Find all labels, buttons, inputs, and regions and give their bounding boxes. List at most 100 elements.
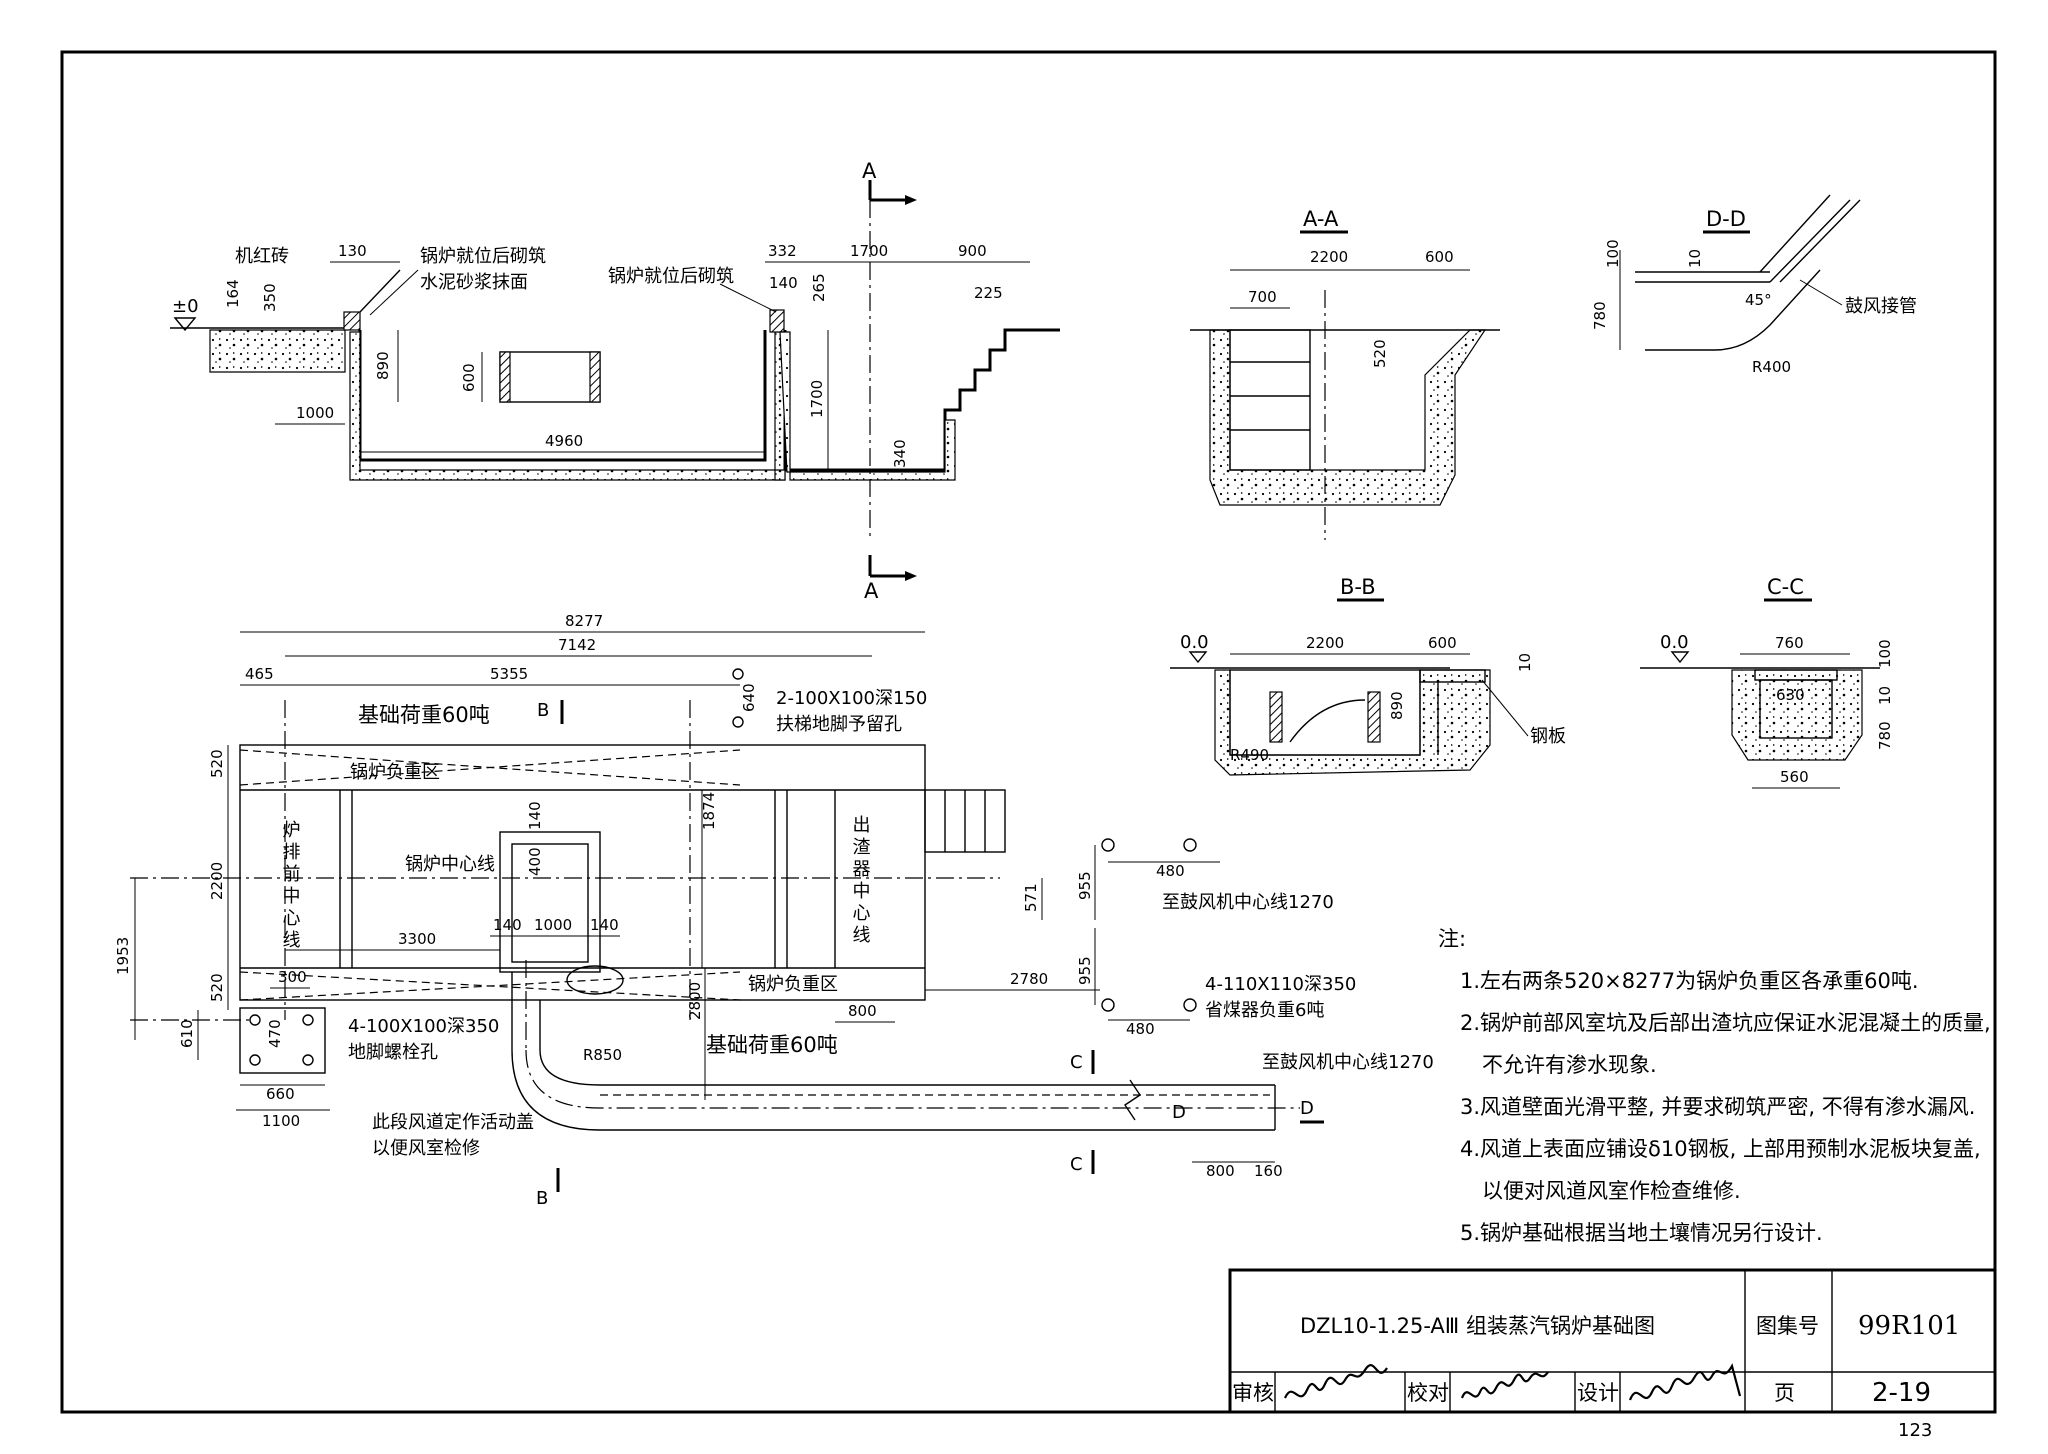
svg-text:B: B: [536, 1188, 548, 1209]
anchor-qty: 4-100X100深350: [348, 1016, 499, 1037]
callout-mortar: 水泥砂浆抹面: [420, 272, 528, 293]
svg-text:R850: R850: [583, 1046, 622, 1064]
svg-text:955: 955: [1076, 871, 1094, 900]
svg-text:350: 350: [261, 283, 279, 312]
removable-cover-2: 以便风室检修: [372, 1138, 480, 1159]
top-section: ±0 A A 130 164 350: [170, 159, 1060, 603]
svg-text:900: 900: [958, 242, 987, 260]
zero-mark: ±0: [172, 296, 199, 317]
load-label-bottom: 基础荷重60吨: [706, 1033, 838, 1057]
svg-text:890: 890: [1388, 691, 1406, 720]
svg-text:1000: 1000: [534, 916, 572, 934]
svg-text:571: 571: [1022, 883, 1040, 912]
load-zone-bottom: 锅炉负重区: [748, 974, 838, 995]
svg-text:780: 780: [1591, 301, 1609, 330]
svg-text:10: 10: [1876, 686, 1894, 705]
svg-text:C: C: [1070, 1154, 1083, 1175]
section-dd-title: D-D: [1706, 207, 1746, 231]
economizer-qty: 4-110X110深350: [1205, 974, 1356, 995]
title-block: DZL10-1.25-AⅢ 组装蒸汽锅炉基础图 图集号 99R101 页 2-1…: [1228, 1268, 1997, 1414]
to-fan-center-1: 至鼓风机中心线1270: [1162, 892, 1334, 913]
review-label: 审核: [1232, 1381, 1274, 1405]
note-2-cont: 不允许有渗水现象.: [1482, 1053, 1657, 1077]
section-dd: D-D 100 10 780 45° R400 鼓风接管: [1591, 194, 1917, 376]
ladder-holes-qty: 2-100X100深150: [776, 688, 927, 709]
svg-text:45°: 45°: [1745, 291, 1772, 309]
svg-text:5355: 5355: [490, 665, 528, 683]
svg-text:2800: 2800: [686, 982, 704, 1020]
svg-text:10: 10: [1686, 249, 1704, 268]
design-label: 设计: [1577, 1381, 1619, 1405]
load-label-top: 基础荷重60吨: [358, 703, 490, 727]
svg-text:560: 560: [1780, 768, 1809, 786]
svg-text:3300: 3300: [398, 930, 436, 948]
svg-text:890: 890: [374, 351, 392, 380]
svg-text:400: 400: [526, 847, 544, 876]
svg-text:600: 600: [460, 363, 478, 392]
svg-text:1700: 1700: [850, 242, 888, 260]
svg-text:7142: 7142: [558, 636, 596, 654]
svg-text:955: 955: [1076, 956, 1094, 985]
designer-signature: [1628, 1363, 1742, 1401]
svg-text:140: 140: [590, 916, 619, 934]
to-fan-center-2: 至鼓风机中心线1270: [1262, 1052, 1434, 1073]
check-label: 校对: [1407, 1381, 1449, 1405]
svg-text:R400: R400: [1752, 358, 1791, 376]
top-section-dims: 130 164 350 890 600 1000 4960 332 140 26…: [224, 242, 1030, 470]
svg-text:2200: 2200: [1310, 248, 1348, 266]
page-label: 页: [1774, 1381, 1795, 1405]
svg-text:610: 610: [178, 1019, 196, 1048]
svg-text:140: 140: [769, 274, 798, 292]
page-number-box: 2-19: [1872, 1378, 1931, 1408]
svg-text:140: 140: [526, 801, 544, 830]
svg-text:1700: 1700: [808, 380, 826, 418]
svg-text:160: 160: [1254, 1162, 1283, 1180]
svg-text:100: 100: [1876, 639, 1894, 668]
svg-text:700: 700: [1248, 288, 1277, 306]
svg-text:800: 800: [1206, 1162, 1235, 1180]
cut-a-top: A: [862, 159, 877, 183]
load-zone-top: 锅炉负重区: [350, 762, 440, 783]
section-aa-title: A-A: [1303, 207, 1339, 231]
section-bb: B-B 0.0 2200 600 10 890 R490 钢板: [1170, 575, 1566, 776]
grate-center-label: 炉排前中心线: [280, 820, 301, 952]
svg-text:10: 10: [1516, 653, 1534, 672]
svg-text:1874: 1874: [700, 792, 718, 830]
slag-center-label: 出渣器中心线: [850, 815, 871, 947]
callout-steel-plate: 钢板: [1530, 726, 1566, 747]
svg-text:470: 470: [266, 1019, 284, 1048]
svg-text:265: 265: [810, 273, 828, 302]
atlas-number: 99R101: [1858, 1311, 1960, 1341]
removable-cover-1: 此段风道定作活动盖: [372, 1112, 534, 1133]
svg-text:660: 660: [266, 1085, 295, 1103]
note-4: 4.风道上表面应铺设δ10钢板, 上部用预制水泥板块复盖,: [1460, 1137, 1981, 1161]
svg-text:520: 520: [208, 973, 226, 1002]
svg-text:0.0: 0.0: [1660, 632, 1689, 653]
notes: 注: 1.左右两条520×8277为锅炉负重区各承重60吨. 2.锅炉前部风室坑…: [1438, 927, 1991, 1245]
svg-text:0.0: 0.0: [1180, 632, 1209, 653]
section-cc: C-C 0.0 760 100 630 10 780 560: [1640, 575, 1894, 789]
svg-text:800: 800: [848, 1002, 877, 1020]
svg-text:520: 520: [208, 749, 226, 778]
svg-text:225: 225: [974, 284, 1003, 302]
svg-text:D: D: [1172, 1102, 1186, 1123]
callout-build-after: 锅炉就位后砌筑: [420, 246, 546, 267]
sheet-border: [60, 50, 1997, 1414]
svg-text:760: 760: [1775, 634, 1804, 652]
svg-text:332: 332: [768, 242, 797, 260]
note-3: 3.风道壁面光滑平整, 并要求砌筑严密, 不得有渗水漏风.: [1460, 1095, 1975, 1119]
atlas-label: 图集号: [1756, 1314, 1819, 1338]
economizer-label: 省煤器负重6吨: [1205, 1000, 1324, 1021]
svg-text:2200: 2200: [1306, 634, 1344, 652]
reviewer-signature: [1283, 1364, 1388, 1399]
note-4-cont: 以便对风道风室作检查维修.: [1482, 1179, 1741, 1203]
note-2: 2.锅炉前部风室坑及后部出渣坑应保证水泥混凝土的质量,: [1460, 1011, 1991, 1035]
svg-text:780: 780: [1876, 721, 1894, 750]
drawing-title: DZL10-1.25-AⅢ 组装蒸汽锅炉基础图: [1300, 1314, 1655, 1338]
svg-text:C: C: [1070, 1052, 1083, 1073]
svg-text:130: 130: [338, 242, 367, 260]
notes-heading: 注:: [1438, 927, 1466, 951]
svg-text:465: 465: [245, 665, 274, 683]
svg-text:1100: 1100: [262, 1112, 300, 1130]
